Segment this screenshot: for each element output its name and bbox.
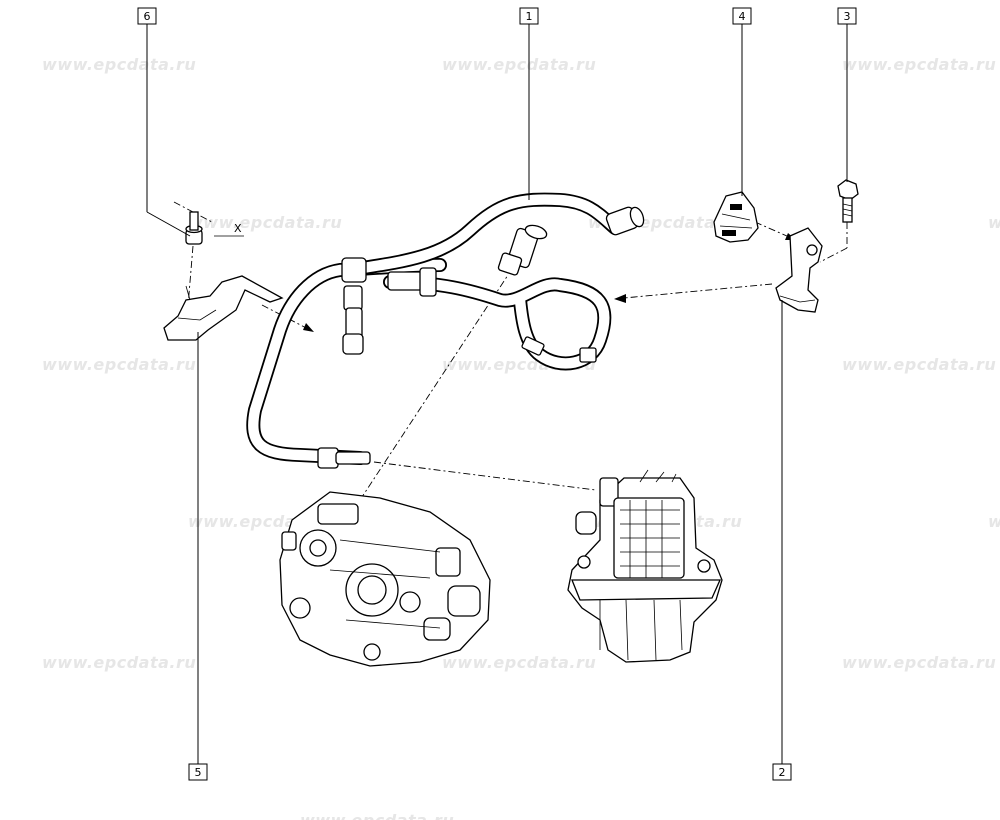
callout-6: 6	[137, 7, 157, 25]
callout-5: 5	[188, 763, 208, 781]
clip	[713, 191, 759, 243]
bracket-right	[775, 227, 823, 313]
callout-1-label: 1	[526, 10, 533, 23]
watermark-text: www.epcdata.ru	[842, 355, 996, 374]
bracket-left	[163, 275, 284, 341]
callout-2-label: 2	[779, 766, 786, 779]
callout-labels: 1 2 3 4 5 6	[137, 7, 857, 781]
watermark-text: www.epcdata.ru	[988, 512, 1000, 531]
callout-6-label: 6	[144, 10, 151, 23]
nut-clip: X	[185, 211, 244, 245]
watermark-layer: www.epcdata.ru www.epcdata.ru www.epcdat…	[42, 55, 1000, 820]
fuel-hose-assembly	[246, 192, 645, 469]
watermark-text: www.epcdata.ru	[300, 811, 454, 820]
callout-leaders	[146, 24, 848, 764]
watermark-text: www.epcdata.ru	[842, 55, 996, 74]
watermark-text: www.epcdata.ru	[442, 653, 596, 672]
callout-3: 3	[837, 7, 857, 25]
watermark-text: www.epcdata.ru	[42, 653, 196, 672]
watermark-text: www.epcdata.ru	[842, 653, 996, 672]
watermark-text: www.epcdata.ru	[188, 213, 342, 232]
callout-4-label: 4	[739, 10, 746, 23]
watermark-text: www.epcdata.ru	[442, 55, 596, 74]
callout-2: 2	[772, 763, 792, 781]
watermark-text: www.epcdata.ru	[42, 55, 196, 74]
watermark-text: www.epcdata.ru	[988, 213, 1000, 232]
callout-5-label: 5	[195, 766, 202, 779]
injection-pump	[279, 491, 491, 667]
callout-1: 1	[519, 7, 539, 25]
callout-4: 4	[732, 7, 752, 25]
fuel-filter-housing	[567, 469, 723, 663]
bolt	[837, 179, 859, 223]
x-mark: X	[234, 222, 242, 235]
watermark-text: www.epcdata.ru	[42, 355, 196, 374]
callout-3-label: 3	[844, 10, 851, 23]
